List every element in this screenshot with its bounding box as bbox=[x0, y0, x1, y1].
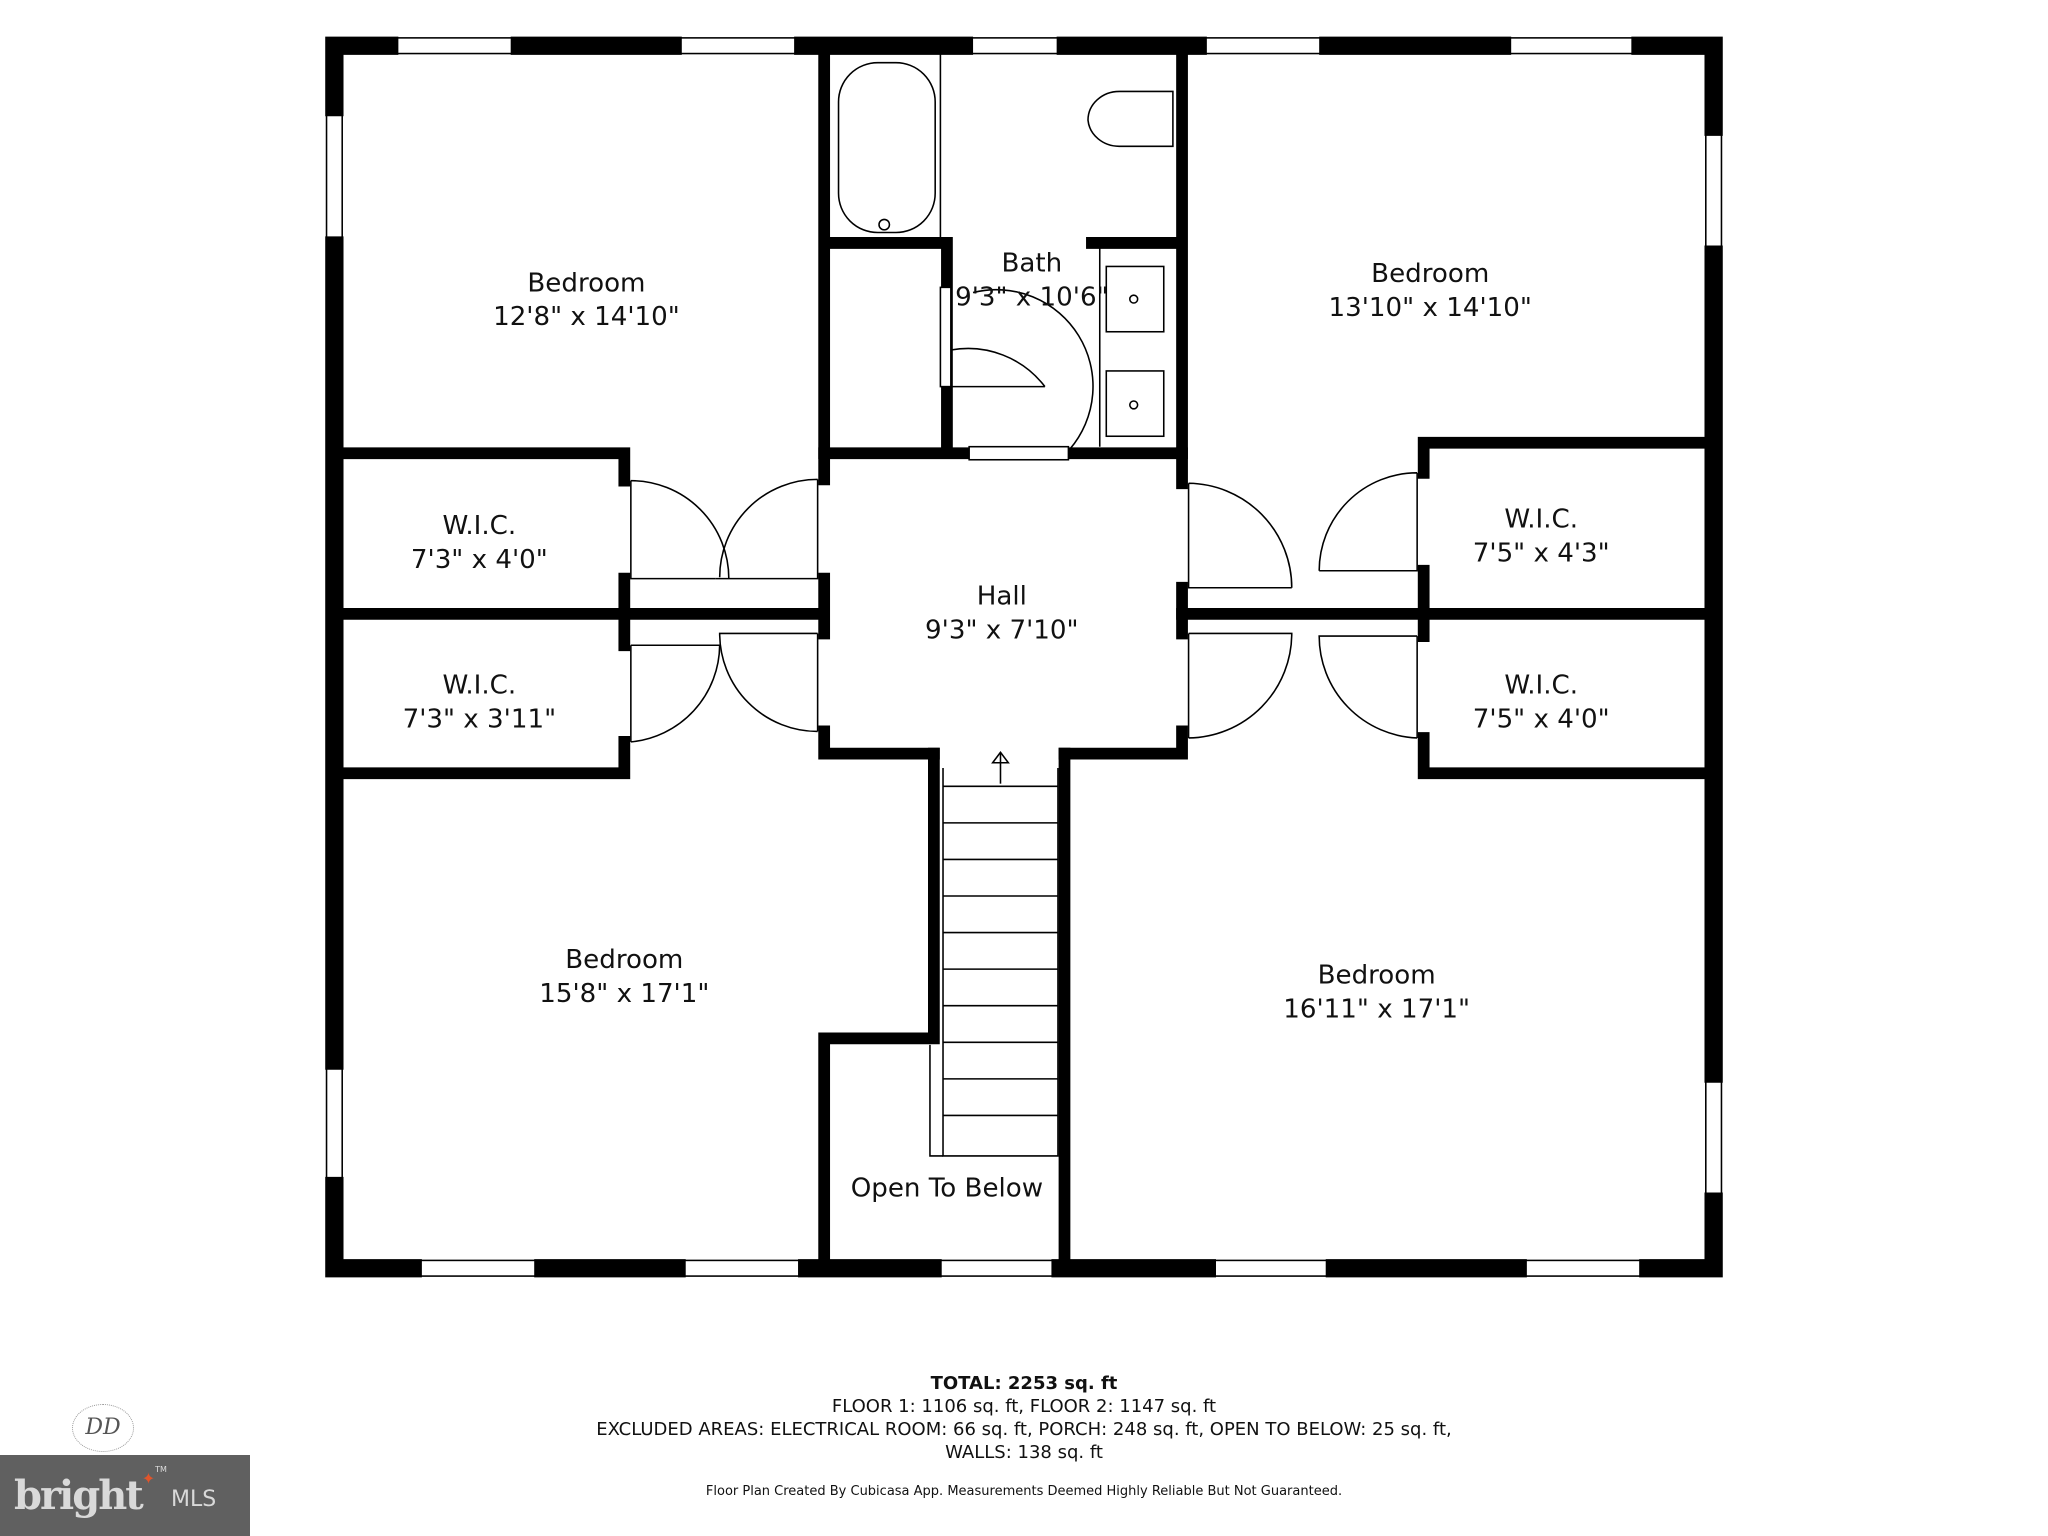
room-size: 9'3" x 10'6" bbox=[955, 283, 1108, 313]
floor-areas: FLOOR 1: 1106 sq. ft, FLOOR 2: 1147 sq. … bbox=[831, 1396, 1217, 1417]
logo-tm: TM bbox=[155, 1465, 167, 1474]
room-labels: Bedroom 12'8" x 14'10" Bath 9'3" x 10'6"… bbox=[403, 249, 1610, 1204]
logo-star-icon: ✦ bbox=[141, 1469, 156, 1488]
room-size: 7'5" x 4'3" bbox=[1473, 539, 1610, 569]
room-name: W.I.C. bbox=[443, 671, 517, 701]
room-size: 9'3" x 7'10" bbox=[925, 616, 1078, 646]
room-size: 13'10" x 14'10" bbox=[1329, 293, 1532, 323]
fixtures bbox=[630, 52, 1418, 743]
room-name: W.I.C. bbox=[1504, 505, 1578, 535]
watermark-seal: DD bbox=[72, 1404, 134, 1452]
room-name: Open To Below bbox=[851, 1173, 1043, 1203]
excluded-areas: EXCLUDED AREAS: ELECTRICAL ROOM: 66 sq. … bbox=[596, 1419, 1452, 1440]
room-size: 7'3" x 3'11" bbox=[403, 705, 556, 735]
room-name: W.I.C. bbox=[443, 511, 517, 541]
room-name: Bedroom bbox=[1318, 961, 1436, 991]
room-size: 12'8" x 14'10" bbox=[493, 302, 680, 332]
room-name: Bath bbox=[1001, 249, 1062, 279]
room-name: Bedroom bbox=[565, 945, 683, 975]
bright-mls-logo: bright ✦ TM MLS bbox=[0, 1455, 250, 1536]
disclaimer: Floor Plan Created By Cubicasa App. Meas… bbox=[705, 1484, 1343, 1499]
windows bbox=[325, 37, 1723, 1277]
room-name: Bedroom bbox=[527, 268, 645, 298]
walls-area: WALLS: 138 sq. ft bbox=[945, 1442, 1103, 1463]
total-area: TOTAL: 2253 sq. ft bbox=[930, 1373, 1118, 1394]
stairs bbox=[929, 751, 1059, 1157]
room-name: Hall bbox=[977, 582, 1027, 612]
room-name: Bedroom bbox=[1371, 259, 1489, 289]
room-size: 7'5" x 4'0" bbox=[1473, 705, 1610, 735]
room-name: W.I.C. bbox=[1504, 671, 1578, 701]
logo-brand: bright bbox=[14, 1472, 144, 1519]
room-size: 16'11" x 17'1" bbox=[1283, 994, 1470, 1024]
room-size: 7'3" x 4'0" bbox=[411, 545, 548, 575]
room-size: 15'8" x 17'1" bbox=[539, 979, 709, 1009]
logo-mls: MLS bbox=[170, 1487, 217, 1512]
walls bbox=[325, 36, 1723, 1278]
